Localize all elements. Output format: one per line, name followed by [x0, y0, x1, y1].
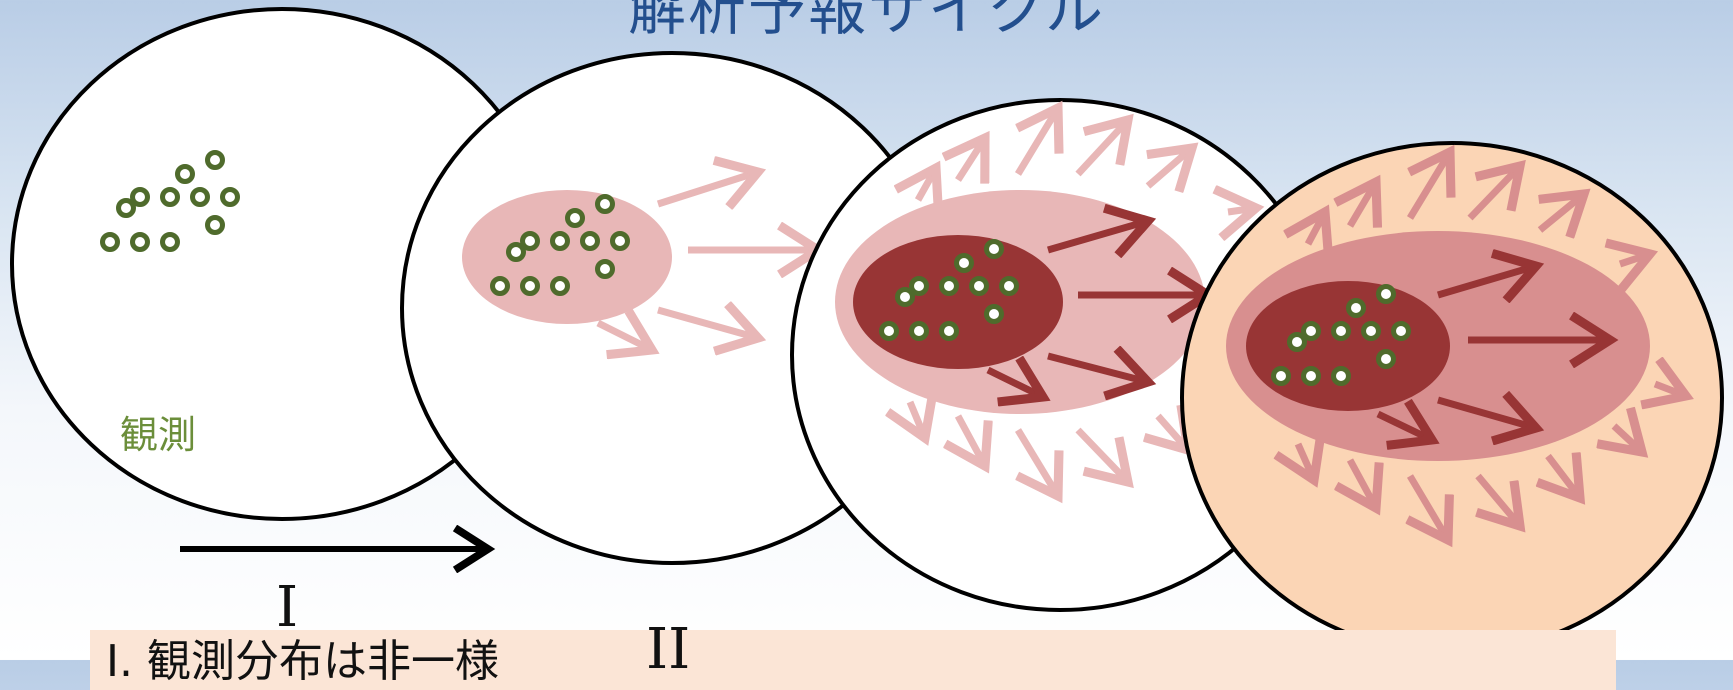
cycle-stage-next — [1182, 143, 1722, 653]
observation-point-icon — [103, 235, 118, 250]
observation-point-icon — [942, 324, 957, 339]
observation-point-icon — [509, 245, 524, 260]
observation-point-icon — [1379, 287, 1394, 302]
note-text: I. 観測分布は非一様 — [106, 634, 499, 690]
observation-point-icon — [972, 279, 987, 294]
observation-point-icon — [208, 218, 223, 233]
observation-point-icon — [1290, 335, 1305, 350]
stage-label-2: II — [646, 620, 690, 680]
observation-point-icon — [987, 307, 1002, 322]
observation-point-icon — [493, 279, 508, 294]
observation-point-icon — [163, 190, 178, 205]
observation-point-icon — [1349, 301, 1364, 316]
analysis-forecast-cycle-diagram — [0, 0, 1733, 660]
observation-point-icon — [208, 153, 223, 168]
observation-point-icon — [223, 190, 238, 205]
observation-point-icon — [583, 234, 598, 249]
observation-point-icon — [568, 211, 583, 226]
observation-point-icon — [119, 201, 134, 216]
observation-point-icon — [1379, 352, 1394, 367]
page-title: 解析予報サイクル — [0, 0, 1733, 44]
observation-point-icon — [1304, 369, 1319, 384]
observation-point-icon — [1394, 324, 1409, 339]
observation-point-icon — [133, 235, 148, 250]
observation-point-icon — [957, 256, 972, 271]
observation-point-icon — [523, 279, 538, 294]
observation-point-icon — [1304, 324, 1319, 339]
observation-point-icon — [163, 235, 178, 250]
observation-point-icon — [523, 234, 538, 249]
observation-point-icon — [133, 190, 148, 205]
observation-point-icon — [942, 279, 957, 294]
observation-point-icon — [1274, 369, 1289, 384]
observation-point-icon — [178, 167, 193, 182]
observation-point-icon — [1334, 324, 1349, 339]
observation-point-icon — [598, 197, 613, 212]
observation-point-icon — [898, 290, 913, 305]
observation-point-icon — [613, 234, 628, 249]
observation-label: 観測 — [120, 404, 196, 459]
analysis-uncertainty-ellipse — [462, 190, 672, 324]
spread-arrow-icon — [1228, 208, 1256, 212]
observation-point-icon — [1364, 324, 1379, 339]
observation-point-icon — [912, 324, 927, 339]
observation-point-icon — [912, 279, 927, 294]
observation-point-icon — [553, 279, 568, 294]
observation-point-icon — [193, 190, 208, 205]
observation-point-icon — [882, 324, 897, 339]
observation-point-icon — [553, 234, 568, 249]
next-core-ellipse — [1246, 281, 1450, 411]
observation-point-icon — [1002, 279, 1017, 294]
stage-label-1: I — [276, 578, 298, 638]
observation-point-icon — [598, 262, 613, 277]
observation-point-icon — [987, 242, 1002, 257]
observation-point-icon — [1334, 369, 1349, 384]
